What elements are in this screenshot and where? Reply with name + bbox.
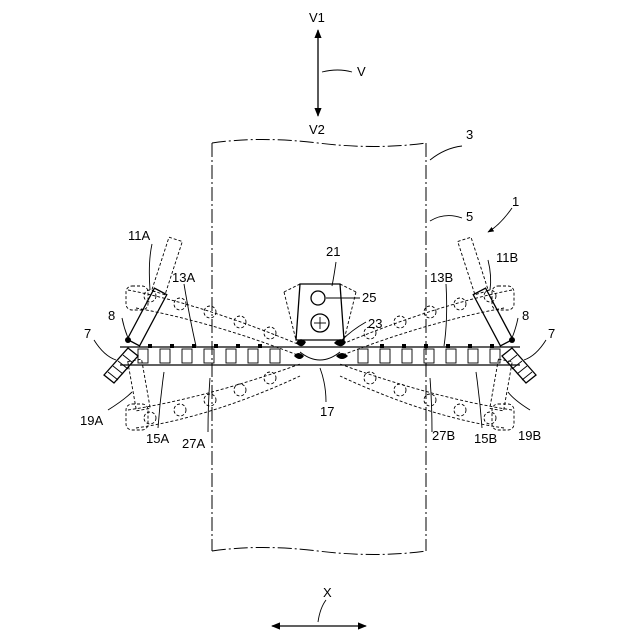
label-v: V	[357, 64, 366, 79]
label-v2: V2	[309, 122, 325, 137]
label-19b: 19B	[518, 428, 541, 443]
label-13b: 13B	[430, 270, 453, 285]
label-5: 5	[466, 209, 473, 224]
label-3: 3	[466, 127, 473, 142]
label-x: X	[323, 585, 332, 600]
right-handle	[473, 288, 515, 346]
label-19a: 19A	[80, 413, 103, 428]
label-21: 21	[326, 244, 340, 259]
label-11a: 11A	[128, 228, 150, 243]
label-8a: 8	[108, 308, 115, 323]
label-8b: 8	[522, 308, 529, 323]
label-15a: 15A	[146, 431, 169, 446]
label-1: 1	[512, 194, 519, 209]
label-27b: 27B	[432, 428, 455, 443]
vertical-direction-arrow	[318, 30, 352, 116]
center-buckle	[284, 284, 356, 360]
label-7b: 7	[548, 326, 555, 341]
horizontal-direction-arrow	[272, 600, 366, 626]
main-belt	[120, 344, 520, 365]
label-15b: 15B	[474, 431, 497, 446]
label-17: 17	[320, 404, 334, 419]
label-27a: 27A	[182, 436, 205, 451]
label-v1: V1	[309, 10, 325, 25]
left-handle	[125, 288, 167, 346]
label-7a: 7	[84, 326, 91, 341]
label-13a: 13A	[172, 270, 195, 285]
label-23: 23	[368, 316, 382, 331]
label-25: 25	[362, 290, 376, 305]
label-11b: 11B	[496, 250, 518, 265]
